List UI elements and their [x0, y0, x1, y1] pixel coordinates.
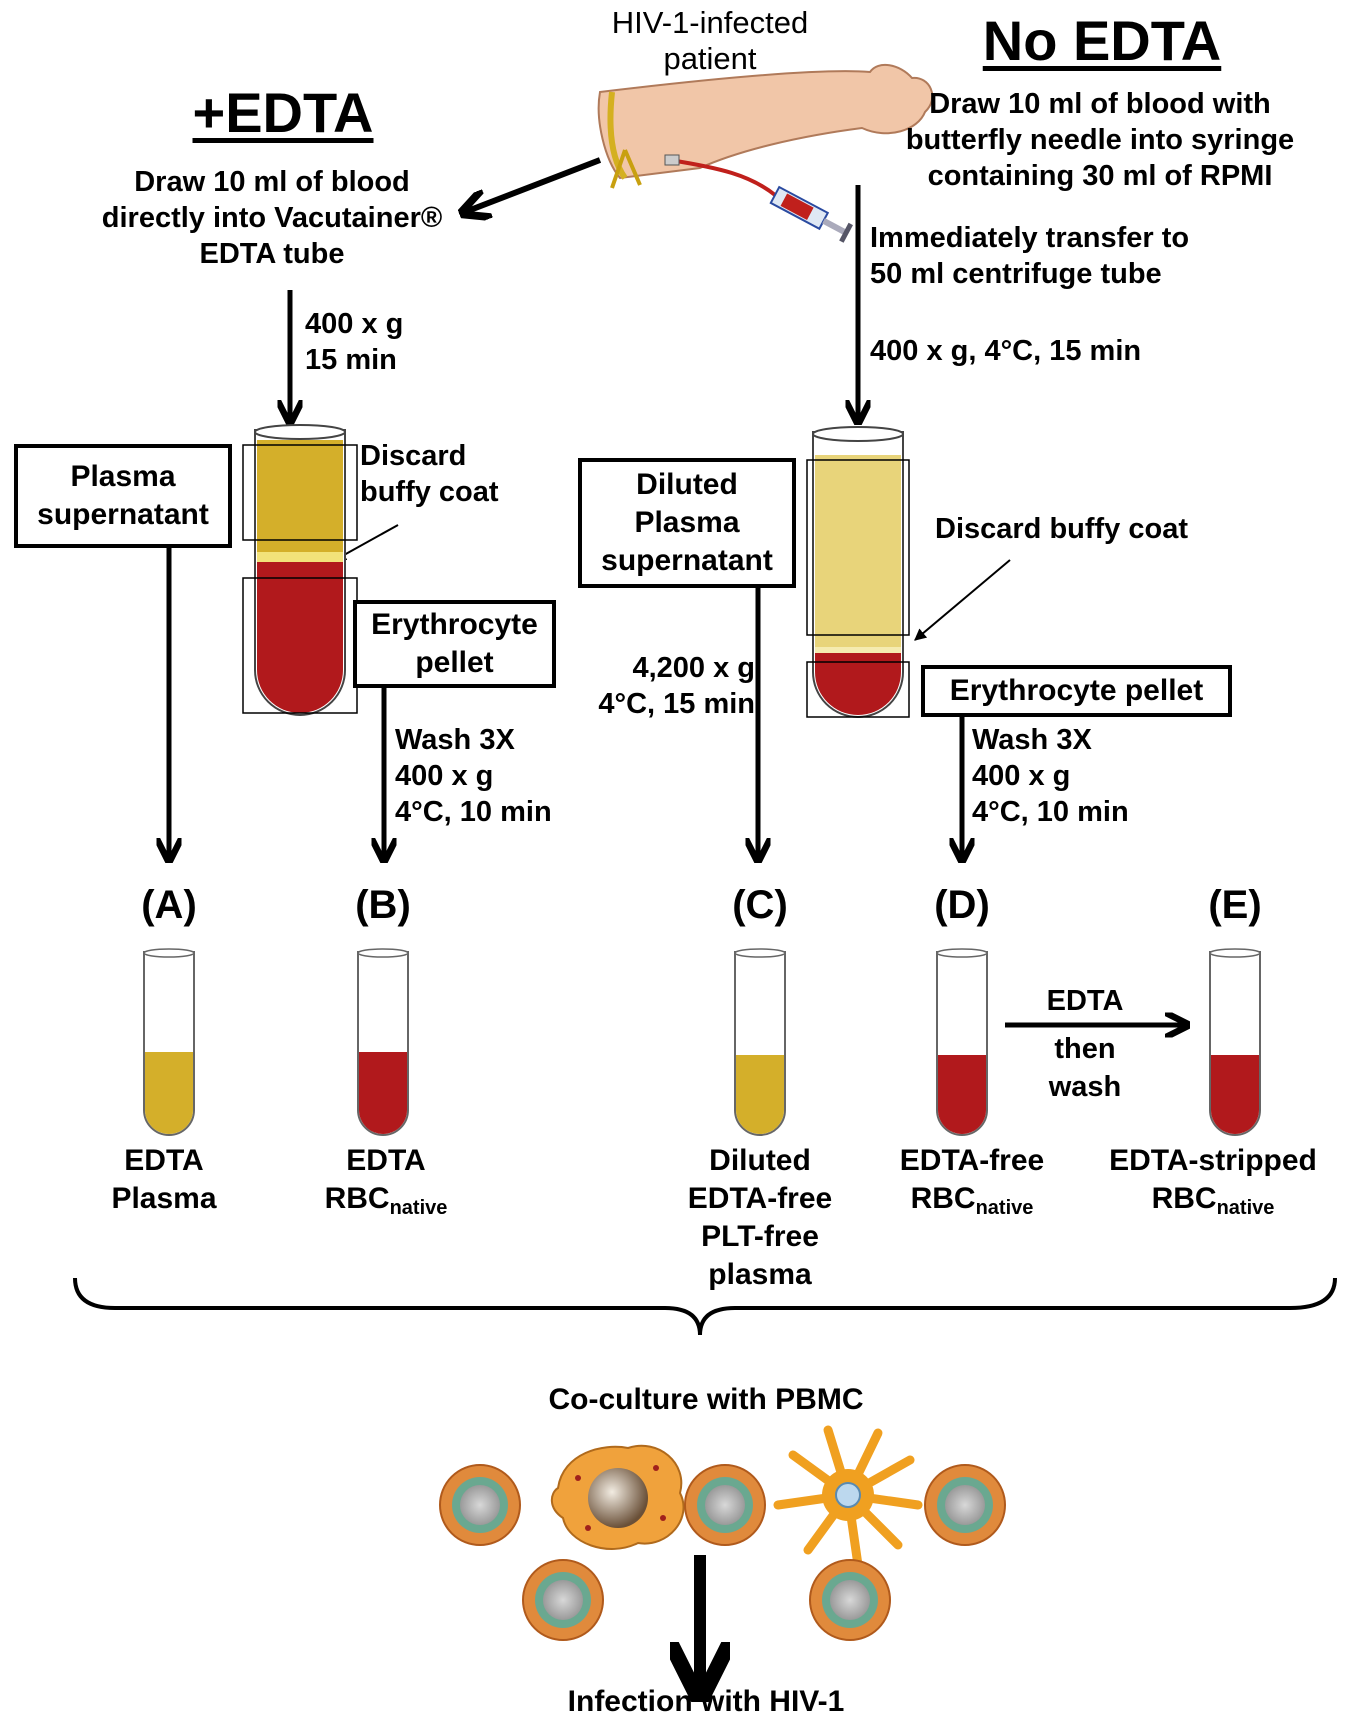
no-edta-erythrocyte-pellet-box: Erythrocyte pellet: [921, 665, 1232, 717]
sample-d-label: (D): [934, 883, 990, 927]
no-edta-discard-buffy-coat: Discard buffy coat: [935, 513, 1188, 545]
no-edta-centrifuged-tube: [806, 426, 910, 718]
sample-b-label: (B): [355, 883, 411, 927]
infection-label: Infection with HIV-1: [567, 1685, 845, 1718]
lymphocyte-cell: [522, 1559, 604, 1641]
monocyte-cell: [550, 1444, 685, 1550]
no-edta-spin-condition: 400 x g, 4°C, 15 min: [870, 335, 1142, 367]
sample-e-label: (E): [1208, 883, 1262, 927]
lymphocyte-cell: [439, 1464, 521, 1546]
lymphocyte-cell: [809, 1559, 891, 1641]
sample-a-label: (A): [141, 883, 197, 927]
tube-a: [143, 948, 195, 1136]
pbmc-cells: [439, 1425, 1006, 1641]
tube-e: [1209, 948, 1261, 1136]
tube-d: [936, 948, 988, 1136]
no-edta-heading: No EDTA: [982, 9, 1222, 72]
lymphocyte-cell: [924, 1464, 1006, 1546]
grouping-brace: [73, 1277, 1337, 1336]
tube-b: [357, 948, 409, 1136]
edta-centrifuged-tube: [242, 424, 358, 716]
dendritic-cell: [773, 1425, 923, 1570]
sample-c-label: (C): [732, 883, 788, 927]
lymphocyte-cell: [684, 1464, 766, 1546]
tube-c: [734, 948, 786, 1136]
arm-illustration: [597, 63, 934, 243]
coculture-label: Co-culture with PBMC: [548, 1383, 864, 1416]
edta-heading: +EDTA: [192, 81, 374, 144]
